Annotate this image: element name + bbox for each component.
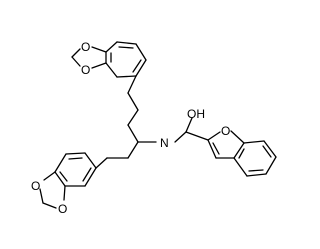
upper-dioxole-oxygen-1: O [81,40,90,54]
furan-ring [207,130,245,159]
lower-benzene-ring [54,152,97,187]
benzofuran-benzene-ring [233,140,277,177]
furan-oxygen: O [221,124,230,138]
amide-group: OH N [137,107,209,150]
upper-benzene-ring [105,41,147,78]
upper-dioxole-oxygen-2: O [81,63,90,77]
lower-benzodioxole: O O [31,152,97,216]
alkyl-chain [95,75,139,169]
benzofuran: O [207,124,277,177]
lower-dioxole-oxygen-2: O [58,202,67,216]
lower-dioxole-oxygen-1: O [31,179,40,193]
amide-nitrogen: N [160,136,169,150]
structure-diagram: O O OH N [31,40,277,216]
upper-benzodioxole: O O [71,40,147,78]
upper-dioxole-ring [71,46,107,69]
lower-dioxole-ring [39,171,66,209]
amide-hydroxyl: OH [187,107,205,121]
